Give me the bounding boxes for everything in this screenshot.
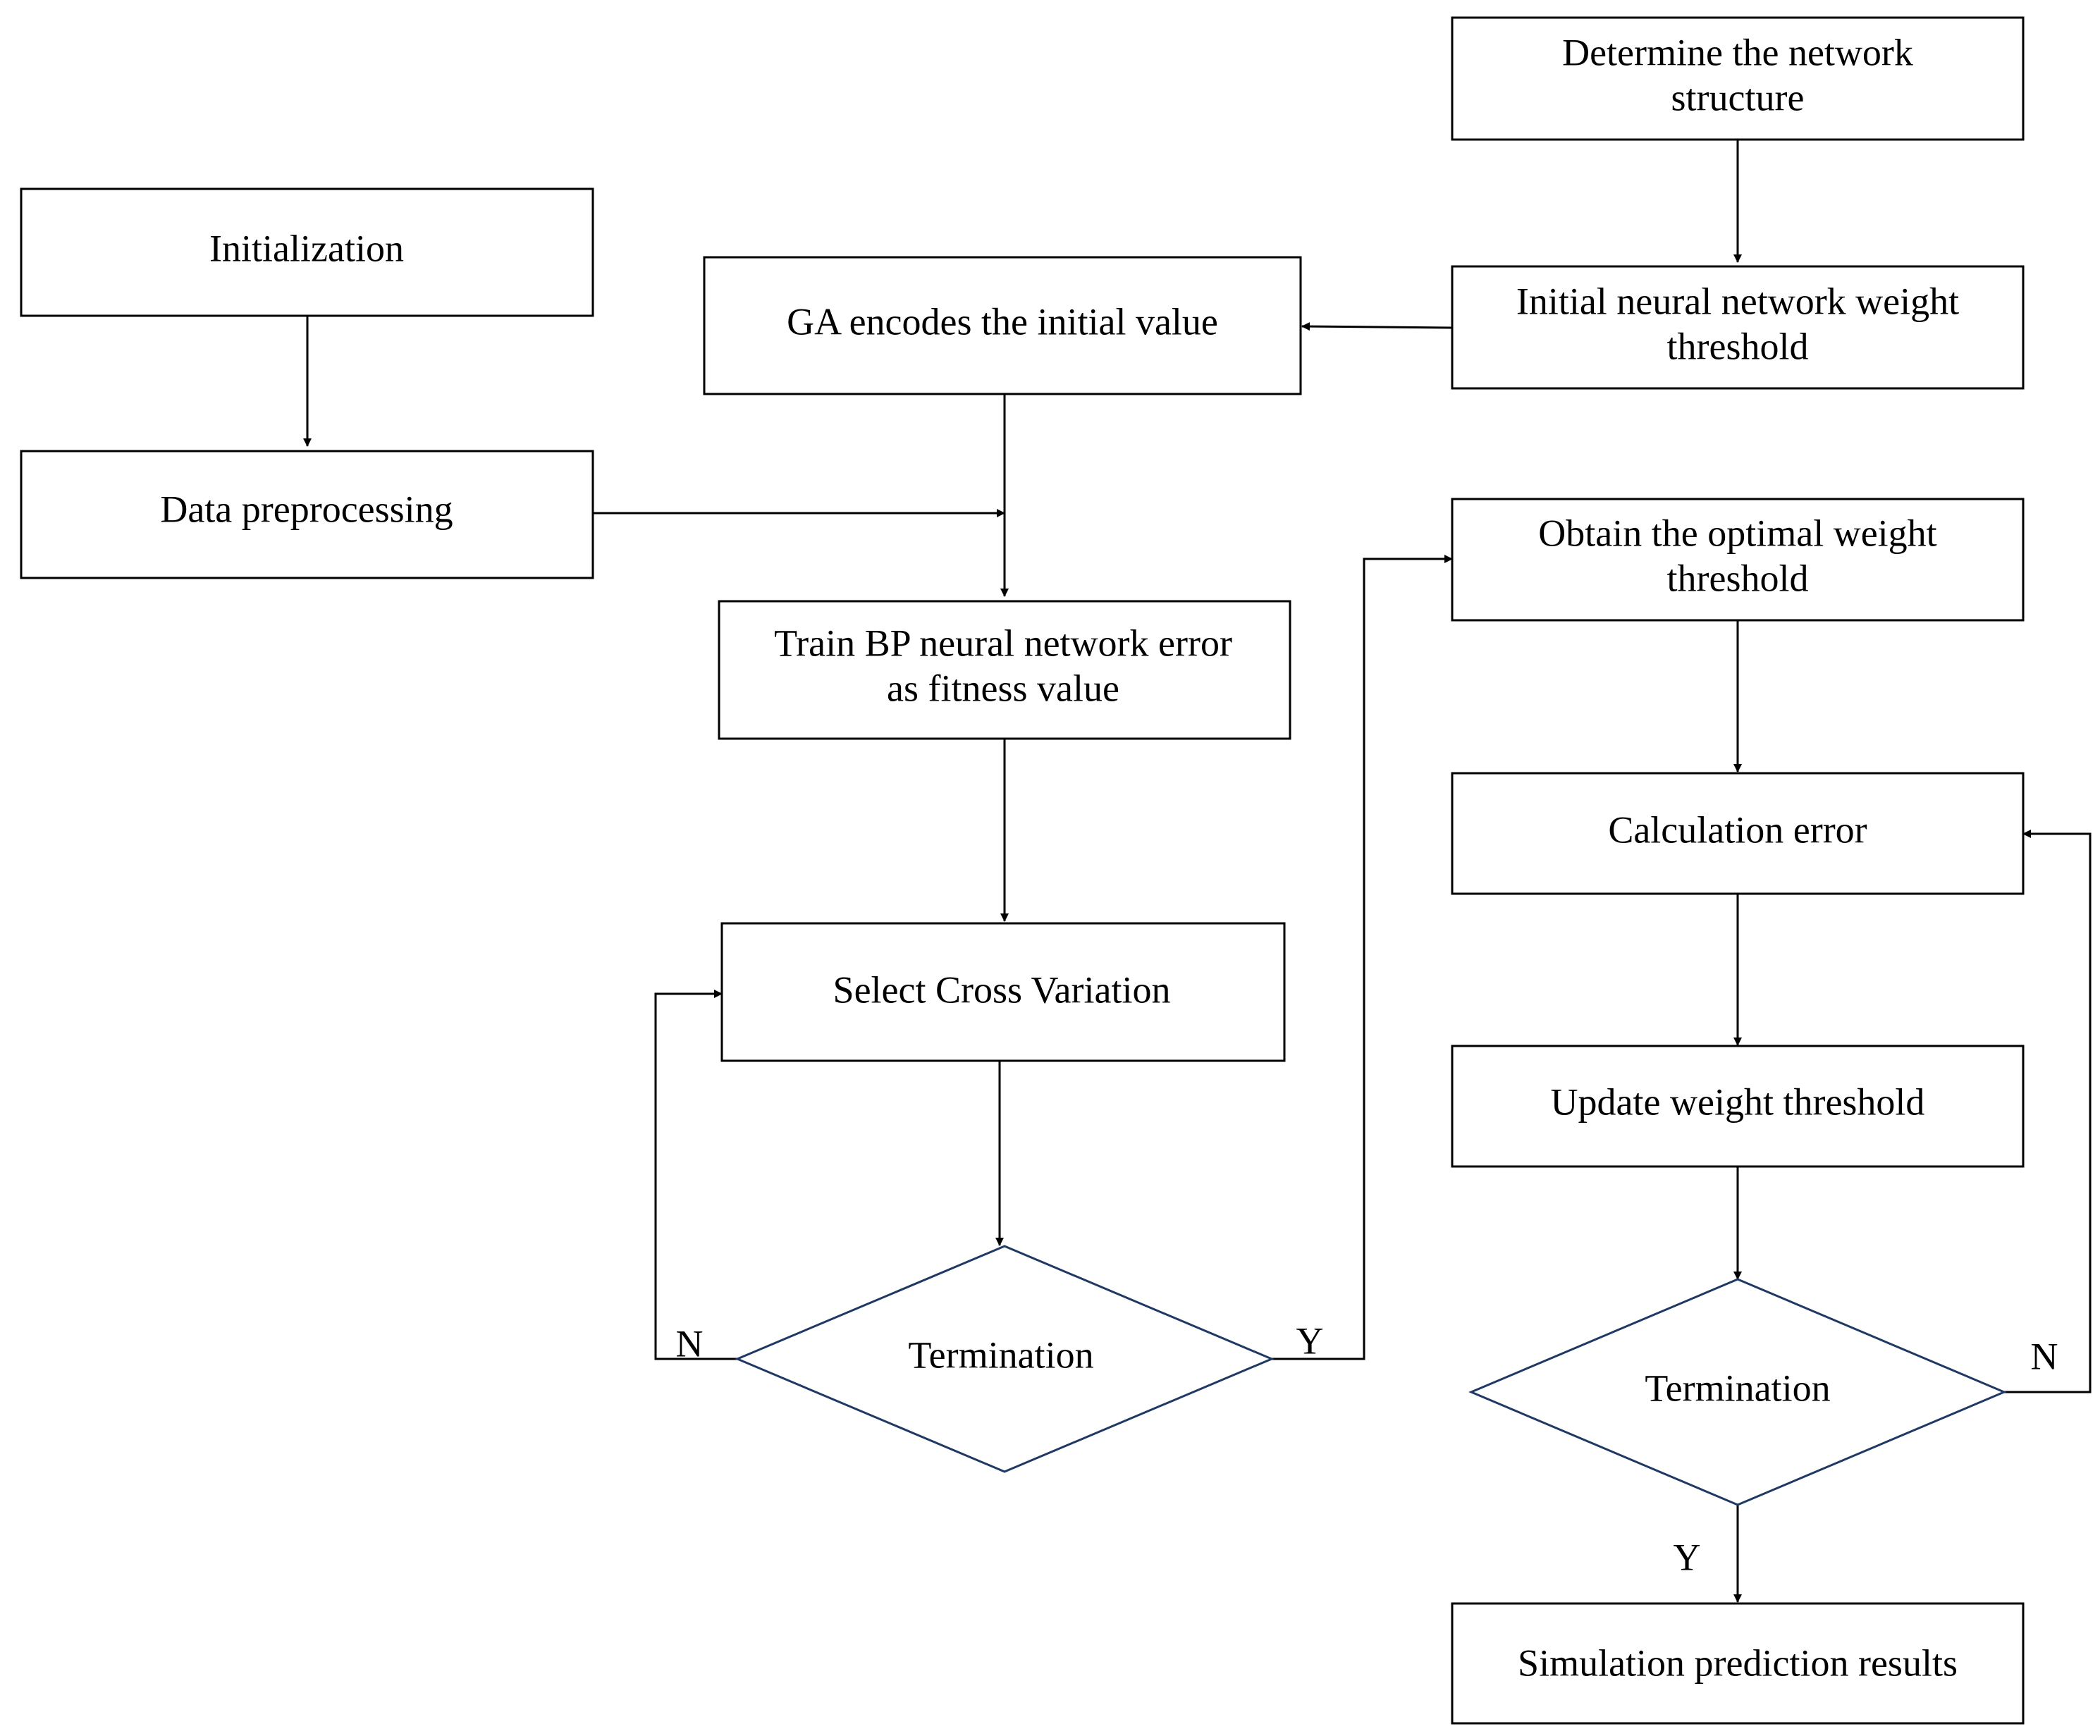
node-data-preprocessing: Data preprocessing bbox=[160, 488, 453, 530]
edge-termination-2-no-loop bbox=[2004, 830, 2092, 1393]
edge-label-yes-1: Y bbox=[1296, 1319, 1324, 1362]
edge-initial-weight-to-ga bbox=[1301, 322, 1453, 331]
node-label-line: Obtain the optimal weight bbox=[1538, 512, 1936, 554]
node-label-line: Update weight threshold bbox=[1551, 1081, 1925, 1123]
node-data-preprocessing-box bbox=[20, 450, 594, 579]
nodes: Initialization Data preprocessing GA enc… bbox=[20, 16, 2025, 1725]
node-label-line: Determine the network bbox=[1562, 31, 1913, 73]
node-update-weight: Update weight threshold bbox=[1551, 1081, 1925, 1123]
node-ga-encodes: GA encodes the initial value bbox=[787, 300, 1218, 343]
node-determine-structure-box bbox=[1451, 16, 2025, 141]
node-select-cross: Select Cross Variation bbox=[833, 968, 1171, 1011]
edge-termination-1-yes-to-obtain bbox=[1272, 555, 1453, 1360]
node-label-line: threshold bbox=[1667, 325, 1809, 367]
node-initialization-box bbox=[20, 187, 594, 317]
edge-labels: N Y N Y bbox=[676, 1319, 2058, 1578]
node-termination-2: Termination bbox=[1645, 1367, 1830, 1409]
node-label-line: Initialization bbox=[209, 227, 404, 269]
node-label-line: Simulation prediction results bbox=[1518, 1642, 1958, 1684]
node-ga-encodes-box bbox=[703, 256, 1302, 395]
node-simulation-results-box bbox=[1451, 1602, 2025, 1725]
edges bbox=[303, 140, 2092, 1603]
node-label-line: Termination bbox=[908, 1334, 1093, 1376]
node-initialization: Initialization bbox=[209, 227, 404, 269]
node-label-line: structure bbox=[1671, 76, 1805, 118]
edge-label-no-2: N bbox=[2031, 1335, 2058, 1377]
node-termination-1: Termination bbox=[908, 1334, 1093, 1376]
node-label-line: Select Cross Variation bbox=[833, 968, 1171, 1011]
node-select-cross-box bbox=[720, 922, 1286, 1062]
node-label-line: Calculation error bbox=[1608, 808, 1867, 851]
node-calculation-error-box bbox=[1451, 772, 2025, 895]
node-obtain-optimal-box bbox=[1451, 498, 2025, 622]
edge-label-no-1: N bbox=[676, 1322, 704, 1365]
node-label-line: as fitness value bbox=[887, 667, 1119, 709]
node-calculation-error: Calculation error bbox=[1608, 808, 1867, 851]
node-train-bp-box bbox=[718, 600, 1291, 740]
node-update-weight-box bbox=[1451, 1045, 2025, 1168]
edge-label-yes-2: Y bbox=[1674, 1536, 1701, 1578]
node-termination-2-shape bbox=[1468, 1278, 2007, 1506]
node-termination-1-shape bbox=[735, 1245, 1275, 1473]
node-label-line: Train BP neural network error bbox=[774, 622, 1232, 664]
node-label-line: Termination bbox=[1645, 1367, 1830, 1409]
node-label-line: threshold bbox=[1667, 557, 1809, 599]
node-label-line: Initial neural network weight bbox=[1516, 280, 1959, 322]
node-simulation-results: Simulation prediction results bbox=[1518, 1642, 1958, 1684]
node-label-line: Data preprocessing bbox=[160, 488, 453, 530]
edge-termination-1-no-loop bbox=[654, 990, 737, 1360]
node-label-line: GA encodes the initial value bbox=[787, 300, 1218, 343]
node-initial-weight-box bbox=[1451, 265, 2025, 390]
